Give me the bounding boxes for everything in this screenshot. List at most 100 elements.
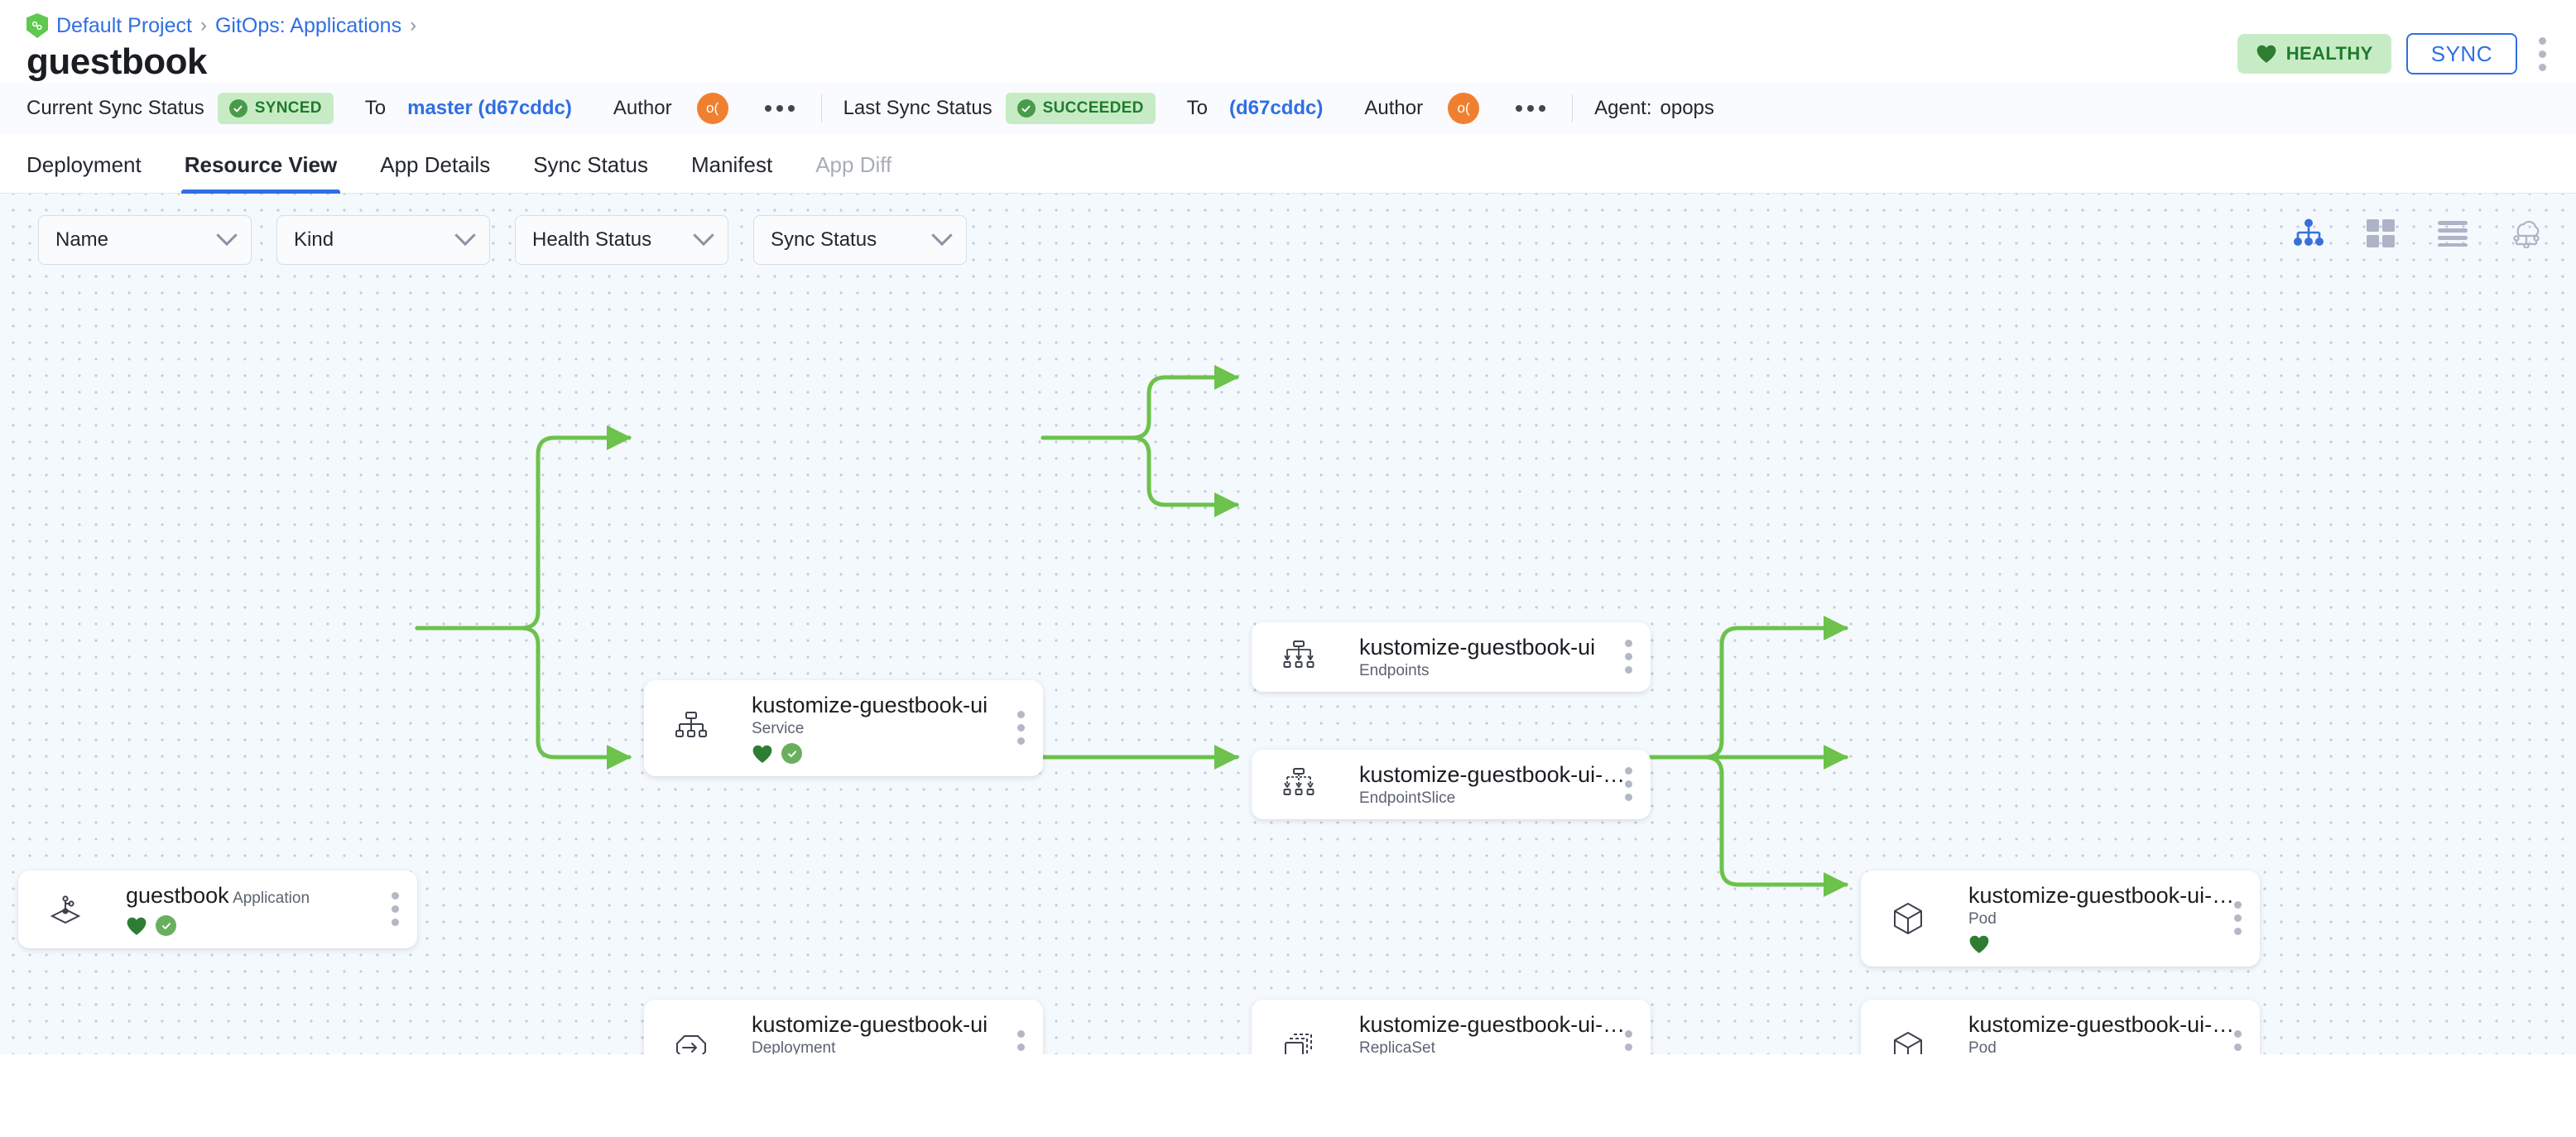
node-name: guestbook [126, 883, 229, 908]
sync-button[interactable]: SYNC [2405, 33, 2517, 74]
graph-node-pod-2[interactable]: kustomize-guestbook-ui-… Pod [1861, 1000, 2260, 1054]
graph-node-replicaset[interactable]: kustomize-guestbook-ui-… ReplicaSet [1252, 1000, 1651, 1054]
filter-health-status-label: Health Status [532, 228, 652, 251]
tab-app-details[interactable]: App Details [380, 152, 491, 177]
edge-app-service [415, 425, 632, 631]
tab-resource-view[interactable]: Resource View [163, 152, 359, 194]
graph-edges [415, 365, 1848, 897]
node-menu-icon-4[interactable] [1613, 640, 1651, 674]
endpoints-icon [1273, 631, 1324, 683]
graph-node-service[interactable]: kustomize-guestbook-ui Service [644, 680, 1043, 776]
kebab-horizontal-icon[interactable] [760, 100, 800, 117]
chevron-down-icon-2 [454, 224, 476, 247]
graph-node-pod-1[interactable]: kustomize-guestbook-ui-… Pod [1861, 871, 2260, 967]
current-sync-status-text: SYNCED [254, 99, 322, 117]
edge-service-endpointslice [1040, 435, 1239, 517]
project-logo-icon [26, 13, 48, 38]
graph-node-endpoints[interactable]: kustomize-guestbook-ui Endpoints [1252, 622, 1651, 692]
node-info: guestbook Application [126, 871, 380, 948]
node-kind: Pod [1968, 1039, 1997, 1054]
node-menu-icon-2[interactable] [1006, 711, 1043, 746]
edge-replicaset-pod3 [1648, 755, 1848, 897]
heart-icon [2256, 45, 2276, 63]
node-menu-icon[interactable] [380, 892, 417, 927]
status-badge-health: HEALTHY [2237, 34, 2391, 74]
check-circle-icon-2 [1016, 99, 1036, 118]
node-menu-icon-7[interactable] [2223, 901, 2260, 936]
resource-graph-canvas[interactable]: Name Kind Health Status Sync Status [0, 194, 2576, 1054]
check-circle-icon [228, 99, 248, 118]
node-kind: Service [752, 719, 805, 737]
node-name: kustomize-guestbook-ui-… [1968, 1012, 2235, 1037]
node-info-8: kustomize-guestbook-ui-… Pod [1968, 1000, 2234, 1054]
view-mode-switcher [2293, 218, 2543, 252]
last-revision-link[interactable]: (d67cddc) [1229, 97, 1324, 119]
breadcrumb-item-default-project[interactable]: Default Project [56, 13, 192, 37]
tree-view-icon[interactable] [2293, 218, 2324, 252]
edge-service-endpoints [1040, 365, 1239, 440]
header-actions: HEALTHY SYNC [2237, 33, 2553, 74]
node-name: kustomize-guestbook-ui-… [1359, 1012, 1626, 1037]
avatar-2[interactable]: o( [1448, 93, 1480, 124]
chevron-down-icon [216, 224, 238, 247]
chevron-down-icon-4 [931, 224, 953, 247]
last-sync-status-badge: SUCCEEDED [1005, 93, 1156, 124]
agent-value: opops [1660, 97, 1714, 119]
node-info-2: kustomize-guestbook-ui Service [752, 680, 1006, 776]
last-sync-status-group: Last Sync Status SUCCEEDED To (d67cddc) … [843, 93, 1551, 124]
chevron-down-icon-3 [693, 224, 714, 247]
tab-manifest[interactable]: Manifest [690, 152, 773, 177]
filter-kind[interactable]: Kind [276, 215, 490, 265]
current-revision-link[interactable]: master (d67cddc) [407, 97, 572, 119]
node-kind: Endpoints [1359, 661, 1430, 679]
tab-sync-status[interactable]: Sync Status [533, 152, 648, 177]
application-icon [40, 884, 91, 935]
edge-replicaset-pod1 [1648, 616, 1848, 760]
sync-check-icon [156, 915, 176, 937]
node-menu-icon-5[interactable] [1613, 767, 1651, 802]
graph-node-application[interactable]: guestbook Application [18, 871, 417, 948]
resource-tree: guestbook Application kustomize-guestboo… [0, 194, 2576, 1054]
last-sync-status-label: Last Sync Status [843, 97, 992, 119]
grid-view-icon[interactable] [2366, 218, 2396, 252]
agent-info: Agent:opops [1594, 97, 1714, 120]
tab-deployment[interactable]: Deployment [26, 152, 142, 177]
node-name: kustomize-guestbook-ui [752, 693, 988, 717]
page-title: guestbook [26, 41, 207, 82]
last-sync-status-text: SUCCEEDED [1042, 99, 1144, 117]
current-sync-status-badge: SYNCED [217, 93, 334, 124]
heart-icon [752, 745, 772, 763]
kebab-vertical-icon[interactable] [2532, 34, 2553, 74]
avatar[interactable]: o( [696, 93, 728, 124]
node-menu-icon-8[interactable] [2223, 1030, 2260, 1054]
graph-node-endpointslice[interactable]: kustomize-guestbook-ui-… EndpointSlice [1252, 750, 1651, 819]
list-view-icon[interactable] [2437, 220, 2468, 251]
node-info-6: kustomize-guestbook-ui-… ReplicaSet [1359, 1000, 1625, 1054]
filter-sync-status[interactable]: Sync Status [753, 215, 967, 265]
current-sync-status-label: Current Sync Status [26, 97, 204, 119]
heart-icon [1969, 935, 1989, 953]
node-info-4: kustomize-guestbook-ui Endpoints [1359, 622, 1613, 692]
node-badges-7 [1968, 933, 2223, 955]
node-info-5: kustomize-guestbook-ui-… EndpointSlice [1359, 750, 1625, 819]
pod-icon-2 [1882, 1022, 1934, 1054]
divider [820, 94, 822, 122]
node-kind: Application [233, 890, 310, 907]
node-menu-icon-6[interactable] [1613, 1030, 1651, 1054]
filter-health-status[interactable]: Health Status [515, 215, 728, 265]
kebab-horizontal-icon-2[interactable] [1511, 100, 1550, 117]
breadcrumb-item-gitops-applications[interactable]: GitOps: Applications [214, 13, 402, 37]
graph-node-deployment[interactable]: kustomize-guestbook-ui Deployment [644, 1000, 1043, 1054]
network-view-icon[interactable] [2510, 218, 2543, 252]
node-name: kustomize-guestbook-ui-… [1359, 762, 1626, 787]
node-menu-icon-3[interactable] [1006, 1030, 1043, 1054]
node-info-3: kustomize-guestbook-ui Deployment [752, 1000, 1006, 1054]
tab-app-diff: App Diff [815, 152, 892, 177]
breadcrumb-separator: › [199, 14, 207, 36]
last-to-label: To [1186, 97, 1209, 119]
current-sync-status-group: Current Sync Status SYNCED To master (d6… [26, 93, 800, 124]
current-author-label: Author [613, 97, 672, 119]
filter-name[interactable]: Name [38, 215, 252, 265]
breadcrumb-separator-2: › [410, 14, 417, 36]
node-name: kustomize-guestbook-ui [752, 1012, 988, 1037]
